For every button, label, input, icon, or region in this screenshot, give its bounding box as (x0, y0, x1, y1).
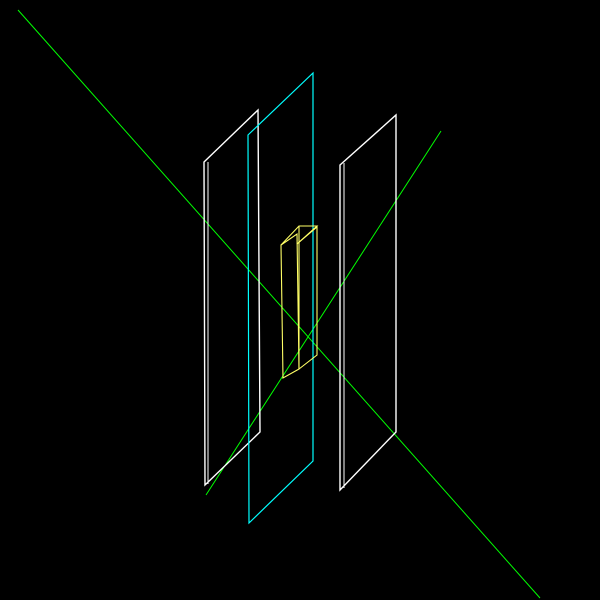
green-axis-line-1 (18, 10, 540, 598)
green-axis-line-2 (206, 131, 441, 495)
left-white-plate (204, 110, 260, 485)
right-white-plate (340, 115, 396, 490)
center-yellow-box-side (297, 227, 317, 369)
middle-cyan-plate (248, 73, 313, 523)
